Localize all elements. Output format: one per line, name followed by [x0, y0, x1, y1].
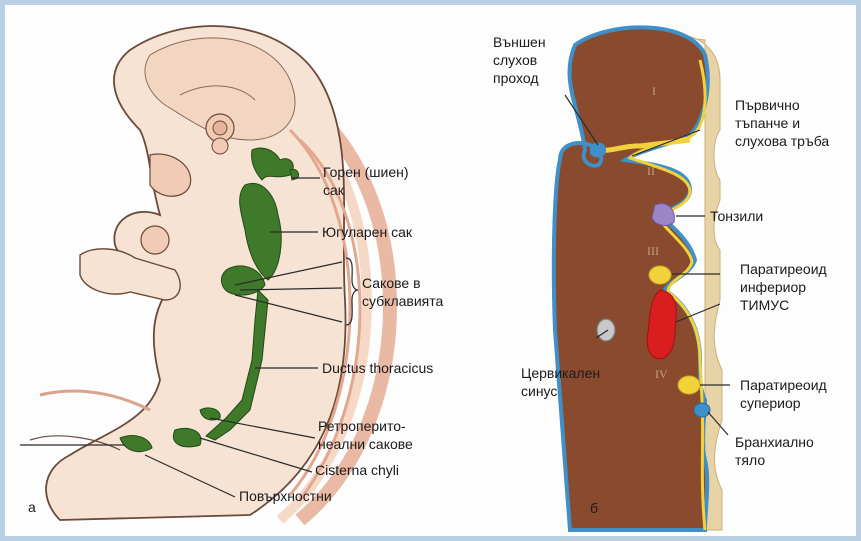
arch-numeral-1: I [652, 84, 656, 98]
label-upper-sac-line2: сак [323, 182, 344, 199]
label-ext-ear-line1: Външен [493, 34, 546, 51]
arch-numeral-3: III [647, 244, 659, 258]
label-subclavian-line2: субклавията [362, 293, 443, 310]
label-ductus-thoracicus: Ductus thoracicus [322, 360, 433, 377]
label-jugular-sac: Югуларен сак [322, 224, 412, 241]
panel-b-letter: б [590, 500, 598, 517]
label-thymus: ТИМУС [740, 297, 789, 314]
label-cisterna-chyli: Cisterna chyli [315, 462, 399, 479]
label-tonsils: Тонзили [710, 208, 763, 225]
label-retroperitoneal-line2: неални сакове [318, 436, 413, 453]
label-parathyroid-inf-line1: Паратиреоид [740, 261, 827, 278]
label-superficial: Повърхностни [239, 488, 332, 505]
label-parathyroid-sup-line2: супериор [740, 395, 801, 412]
label-ext-ear-line3: проход [493, 70, 539, 87]
label-ext-ear-line2: слухов [493, 52, 537, 69]
label-tympanic-line3: слухова тръба [735, 133, 829, 150]
label-tympanic-line1: Първично [735, 97, 800, 114]
label-cervical-sinus-line2: синус [521, 383, 557, 400]
label-branchial-line2: тяло [735, 452, 765, 469]
label-parathyroid-inf-line2: инфериор [740, 279, 806, 296]
panel-a-letter: а [28, 499, 36, 516]
label-branchial-line1: Бранхиално [735, 434, 814, 451]
label-parathyroid-sup-line1: Паратиреоид [740, 377, 827, 394]
arch-illustration [554, 27, 722, 530]
label-subclavian-line1: Сакове в [362, 275, 421, 292]
label-cervical-sinus-line1: Цервикален [521, 365, 600, 382]
label-retroperitoneal-line1: Ретроперито- [318, 418, 406, 435]
arch-numeral-4: IV [655, 367, 668, 381]
label-upper-sac-line1: Горен (шиен) [323, 164, 409, 181]
arch-numeral-2: II [647, 164, 655, 178]
label-tympanic-line2: тъпанче и [735, 115, 800, 132]
